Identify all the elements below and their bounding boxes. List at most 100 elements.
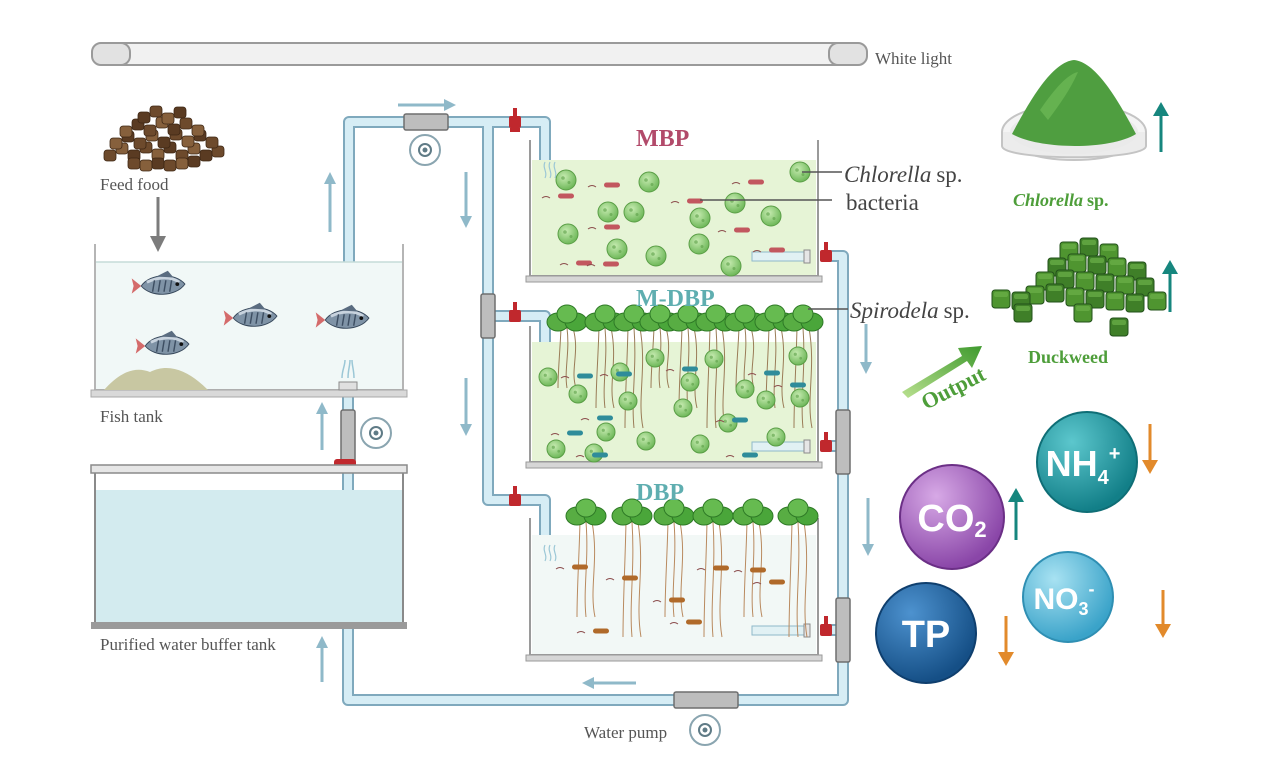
bacterium (592, 452, 608, 458)
root (595, 327, 600, 409)
algae-cell (680, 372, 700, 392)
root (630, 521, 634, 638)
bacterium (576, 260, 592, 266)
no3-bubble: NO3- (1022, 551, 1114, 643)
algae-cell (606, 238, 628, 260)
bacterium (616, 371, 632, 377)
feed-pellet (109, 137, 123, 150)
duckweed-frond (742, 498, 764, 518)
fish (131, 270, 186, 295)
trend-down-arrow (1155, 590, 1171, 638)
root (591, 521, 596, 618)
valve-dbp-in (509, 486, 521, 506)
mbp-contents (541, 161, 811, 277)
bacterium (769, 579, 785, 585)
duckweed-frond (734, 304, 756, 324)
fish (315, 304, 370, 329)
trend-down-arrow (1142, 424, 1158, 474)
trend-up-arrow (1162, 260, 1178, 312)
algae-cell (718, 413, 738, 433)
root (665, 327, 670, 389)
algae-cell (689, 207, 711, 229)
feed-pellet (103, 149, 117, 162)
feed-pellet (157, 136, 171, 149)
root (565, 327, 569, 389)
feed-pellet (133, 137, 147, 150)
algae-cell (690, 434, 710, 454)
duckweed-frond (705, 304, 727, 324)
pump-icon (409, 134, 441, 166)
pipe-couplings (340, 113, 851, 709)
bacterium (604, 182, 620, 188)
bacterium (567, 430, 583, 436)
feed-pellet (181, 135, 195, 148)
root (780, 327, 785, 409)
algae-cell (618, 391, 638, 411)
valve-mbp-out (820, 242, 832, 262)
bacterium (686, 619, 702, 625)
duckweed-label: Duckweed (1028, 347, 1108, 367)
duckweed-frond (623, 304, 645, 324)
duckweed-frond (787, 498, 809, 518)
feed-pellet (199, 149, 213, 162)
root (622, 521, 627, 638)
svg-text:NH4+: NH4+ (1046, 443, 1121, 489)
chlorella-product-dish (1001, 60, 1147, 161)
fish-tank-label: Fish tank (100, 407, 163, 426)
feed-pellet (137, 111, 151, 124)
bacterium (769, 247, 785, 253)
algae-cell (557, 223, 579, 245)
flow-arrow-down (862, 498, 874, 556)
mbp-title: MBP (636, 126, 689, 152)
algae-cell (546, 439, 566, 459)
root (632, 327, 636, 429)
algae-cell (568, 384, 588, 404)
root (743, 521, 748, 618)
flow-arrow-up (316, 402, 328, 450)
root (639, 327, 644, 429)
algae-cell (790, 388, 810, 408)
root (808, 327, 813, 429)
bacterium (750, 567, 766, 573)
water-pump-icon (689, 714, 721, 746)
flow-arrows (316, 99, 874, 689)
feed-pellet (163, 159, 177, 172)
root (584, 521, 588, 618)
root (751, 521, 755, 618)
co2-bubble: CO2 (899, 464, 1005, 570)
flow-arrow-up (316, 636, 328, 682)
duckweed-frond (764, 304, 786, 324)
duckweed-frond (677, 304, 699, 324)
algae-cell (720, 255, 742, 277)
feed-pellet (139, 159, 153, 172)
duckweed-frond (792, 304, 814, 324)
feed-pellet (175, 157, 189, 170)
algae-cell (735, 379, 755, 399)
bacterium (732, 417, 748, 423)
valve-mdbp-out (820, 432, 832, 452)
flow-arrow-down (460, 378, 472, 436)
root (714, 327, 718, 429)
mdbp-title: M-DBP (636, 286, 715, 312)
algae-cell (538, 367, 558, 387)
callout-lines (700, 171, 848, 310)
algae-cell (760, 205, 782, 227)
water-inflow (543, 544, 557, 562)
algae-cell (766, 427, 786, 447)
root (796, 521, 800, 638)
algae-cell (645, 348, 665, 368)
root (664, 521, 669, 618)
white-light-label: White light (875, 49, 952, 68)
svg-text:CO2: CO2 (917, 498, 986, 542)
bacterium (790, 382, 806, 388)
svg-text:TP: TP (902, 614, 951, 656)
duckweed-frond (649, 304, 671, 324)
algae-cell (645, 245, 667, 267)
water-inflow (543, 161, 557, 179)
root (557, 327, 562, 389)
buffer-tank (90, 464, 408, 629)
valve-dbp-out (820, 616, 832, 636)
duckweed-frond (621, 498, 643, 518)
